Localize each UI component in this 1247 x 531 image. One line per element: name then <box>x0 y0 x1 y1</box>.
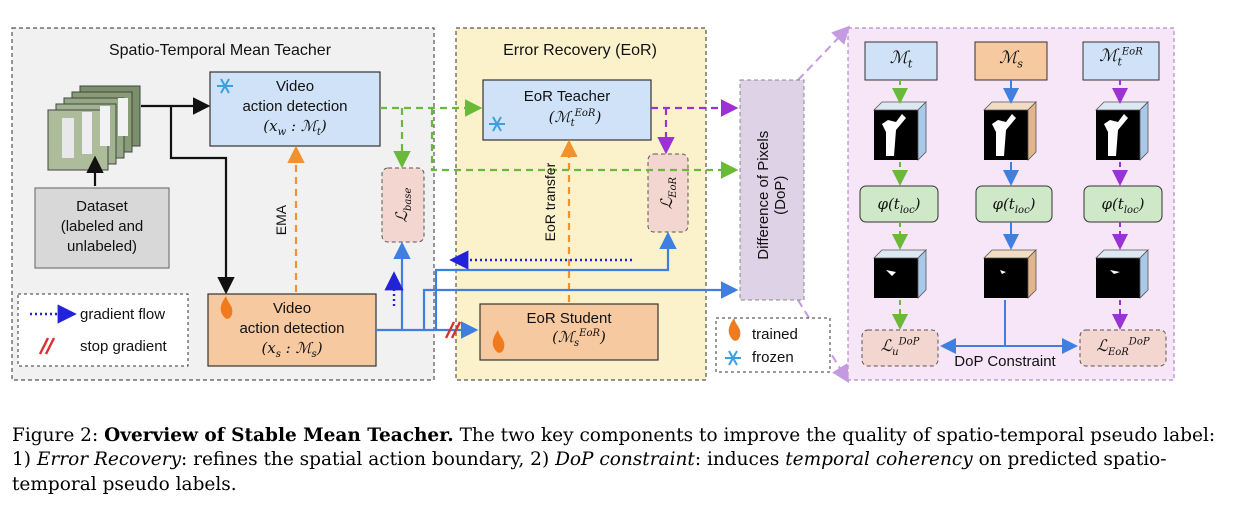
dataset-box <box>34 187 170 269</box>
dop-header-mteor: ℳtEoR <box>1099 46 1143 69</box>
loss-u-dop: ℒuDoP <box>880 336 920 359</box>
video-frames <box>47 85 141 171</box>
caption-prefix: Figure 2: <box>12 425 99 446</box>
dataset-line2: (labeled and <box>60 218 144 235</box>
video-teacher-line1: Video <box>275 78 315 95</box>
legend-trained: trained <box>752 326 798 343</box>
snowflake-icon <box>489 116 505 132</box>
loss-eor-dop: ℒEoRDoP <box>1096 336 1150 359</box>
dop-header-mt: ℳt <box>889 48 913 71</box>
dop-line1: Difference of Pixels <box>754 130 772 260</box>
video-teacher-math: (xw : ℳt) <box>263 117 327 138</box>
dataset-line1: Dataset <box>76 198 128 215</box>
dop-header-ms: ℳs <box>999 48 1023 71</box>
video-student-line1: Video <box>272 300 312 317</box>
dop-label: Difference of Pixels (DoP) <box>755 85 790 305</box>
eor-student-box <box>479 303 659 361</box>
dataset-line3: unlabeled) <box>66 238 138 255</box>
caption-text-1: The two key components to improve the qu… <box>12 425 1216 471</box>
eor-teacher-line1: EoR Teacher <box>523 88 611 105</box>
video-teacher-box <box>209 71 381 147</box>
dop-box <box>739 79 805 301</box>
flame-icon <box>220 296 741 353</box>
caption-text-3: : induces <box>694 449 780 471</box>
eor-transfer-label: EoR transfer <box>541 162 558 242</box>
eor-teacher-box <box>482 79 652 141</box>
eor-panel-title: Error Recovery (EoR) <box>503 42 657 59</box>
snowflake-icon <box>217 78 233 94</box>
figure-caption: Figure 2: Overview of Stable Mean Teache… <box>12 424 1234 497</box>
caption-title: Overview of Stable Mean Teacher. <box>104 425 454 446</box>
dop-constraint-label: DoP Constraint <box>954 353 1056 370</box>
legend-stop-gradient: stop gradient <box>80 338 167 355</box>
video-student-box <box>207 293 377 367</box>
snowflake-icon <box>725 350 741 366</box>
eor-student-line1: EoR Student <box>526 310 612 327</box>
dop-line2: (DoP) <box>772 175 789 215</box>
l-base-label: ℒbase <box>391 187 415 223</box>
caption-text-4: on predicted spatio-temporal pseudo labe… <box>12 449 1167 495</box>
caption-italic-3: temporal coherency <box>785 449 973 471</box>
eor-teacher-math: (ℳtEoR) <box>548 108 602 129</box>
caption-italic-2: DoP constraint <box>555 449 695 471</box>
l-eor-label: ℒEoR <box>656 176 680 210</box>
caption-text-2: : refines the spatial action boundary, 2… <box>181 449 550 471</box>
st-panel-title: Spatio-Temporal Mean Teacher <box>108 42 332 59</box>
phi-label: φ(tloc) <box>992 195 1036 216</box>
eor-student-math: (ℳsEoR) <box>552 328 606 349</box>
video-teacher-line2: action detection <box>242 98 348 115</box>
video-student-math: (xs : ℳs) <box>261 339 323 360</box>
video-student-line2: action detection <box>239 320 345 337</box>
legend-frozen: frozen <box>752 349 794 366</box>
ema-label: EMA <box>272 204 289 236</box>
phi-label: φ(tloc) <box>877 195 921 216</box>
legend-gradient-flow: gradient flow <box>80 306 166 323</box>
dop-structure <box>859 41 1167 367</box>
phi-label: φ(tloc) <box>1101 195 1145 216</box>
caption-italic-1: Error Recovery <box>36 449 182 471</box>
